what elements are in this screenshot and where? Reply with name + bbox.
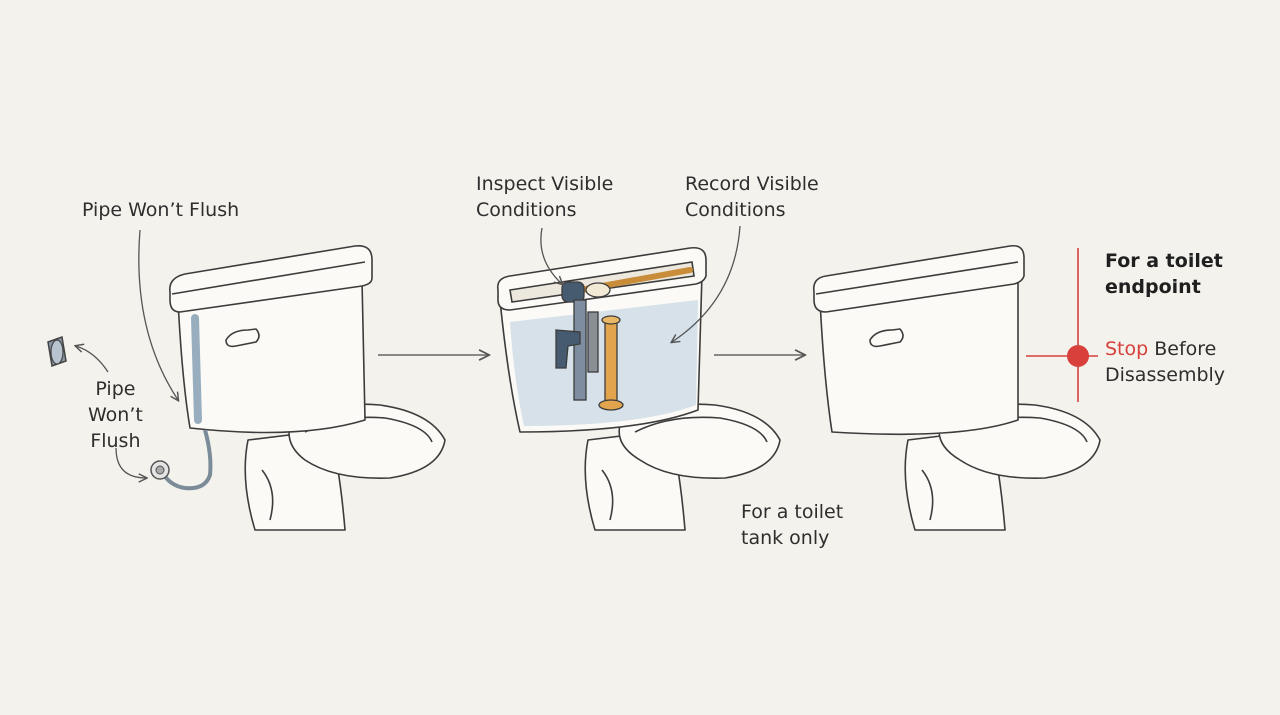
flapper-chain-tube	[587, 311, 599, 373]
leader-to-fitting	[76, 346, 109, 373]
fill-valve-tube	[573, 299, 587, 401]
label-record-line-2: Conditions	[685, 199, 786, 221]
toilet-1-lid-edge	[171, 261, 366, 295]
flush-lever	[555, 329, 581, 369]
toilet-1	[168, 244, 446, 531]
label-pipe-wont-flush-side: Pipe Won’t Flush	[88, 376, 143, 454]
toilet-3-tank	[819, 275, 1019, 436]
toilet-1-handle	[225, 328, 260, 348]
toilet-2-internals	[555, 267, 693, 411]
toilet-1-tank	[177, 279, 366, 434]
fill-valve-cap	[561, 281, 585, 303]
flapper-base	[598, 399, 624, 411]
stop-word: Stop	[1105, 338, 1149, 360]
toilet-2-rim	[496, 246, 707, 311]
stop-marker	[1026, 248, 1098, 402]
label-toilet-endpoint: For a toilet endpoint	[1105, 248, 1223, 300]
toilet-3	[812, 244, 1101, 531]
leader-record	[672, 225, 741, 342]
toilet-2-leaders	[540, 225, 741, 342]
stop-dot	[1067, 345, 1089, 367]
label-record-line-1: Record Visible	[685, 173, 819, 195]
label-record-visible-conditions: Record Visible Conditions	[685, 171, 819, 223]
label-endpoint-line-2: endpoint	[1105, 276, 1201, 298]
stop-rest: Before	[1148, 338, 1217, 360]
toilet-3-lid	[812, 244, 1025, 313]
label-tank-only: For a toilet tank only	[741, 499, 843, 551]
toilet-1-pedestal-curve	[261, 469, 274, 521]
overflow-tube	[604, 317, 618, 405]
toilet-1-lid	[168, 244, 373, 313]
label-pipe-wont-flush-top: Pipe Won’t Flush	[82, 199, 240, 221]
toilet-3-handle	[869, 328, 904, 348]
leader-inspect	[540, 227, 562, 284]
label-side-line-2: Won’t	[88, 404, 143, 426]
supply-pipe-vertical	[191, 314, 202, 424]
label-stop-line-2: Disassembly	[1105, 364, 1226, 386]
label-stop-before-disassembly: Stop Before Disassembly	[1105, 336, 1225, 388]
detached-pipe-fitting	[47, 335, 67, 368]
label-inspect-line-1: Inspect Visible	[476, 173, 614, 195]
label-tank-only-line-2: tank only	[741, 527, 830, 549]
supply-pipe-hose	[160, 429, 213, 491]
leader-top-label	[138, 229, 178, 400]
label-inspect-visible-conditions: Inspect Visible Conditions	[476, 171, 613, 223]
float-ball	[585, 282, 611, 298]
toilet-1-supply-line	[150, 314, 213, 491]
label-inspect-line-2: Conditions	[476, 199, 577, 221]
label-stop-line-1: Stop Before	[1105, 336, 1225, 362]
label-endpoint-line-1: For a toilet	[1105, 250, 1223, 272]
overflow-tube-top	[601, 315, 621, 325]
label-tank-only-line-1: For a toilet	[741, 501, 844, 523]
label-side-line-1: Pipe	[95, 378, 136, 400]
leader-to-valve	[115, 447, 146, 478]
toilet-1-leaders	[76, 229, 178, 478]
label-side-line-3: Flush	[90, 430, 141, 452]
